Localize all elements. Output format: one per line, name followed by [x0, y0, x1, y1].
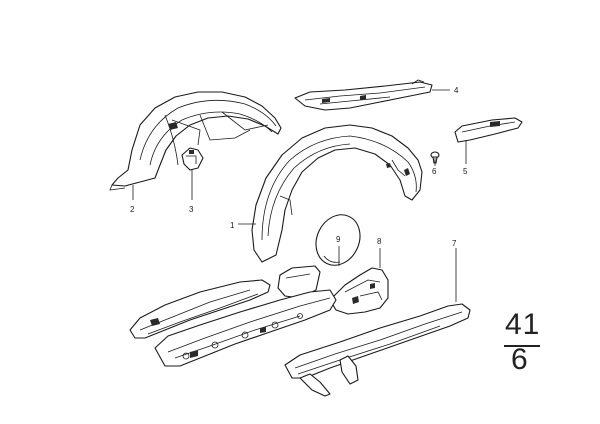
callout-6: 6 [432, 167, 437, 176]
callout-9: 9 [336, 235, 341, 244]
callout-8: 8 [377, 237, 382, 246]
sill-panel-left[interactable] [129, 279, 271, 339]
group-divider [504, 345, 540, 347]
part-4-upper-rail[interactable] [294, 79, 433, 111]
callout-2: 2 [130, 205, 135, 214]
part-8-gusset[interactable] [329, 267, 389, 315]
part-7-outer-sill[interactable] [284, 303, 471, 397]
callout-7: 7 [452, 239, 457, 248]
part-9-oval-cover[interactable] [308, 208, 368, 273]
group-number-sub: 6 [511, 343, 529, 376]
rocker-assembly[interactable] [154, 289, 337, 367]
callout-1: 1 [230, 221, 235, 230]
callout-4: 4 [454, 86, 459, 95]
callout-3: 3 [189, 205, 194, 214]
part-2-wheel-house-inner[interactable] [109, 91, 282, 191]
callouts: 1 2 3 4 5 6 7 8 9 [130, 86, 468, 248]
part-3-bracket[interactable] [181, 147, 204, 171]
inner-panel [277, 265, 321, 299]
leader-lines [132, 89, 467, 302]
part-5-small-rail[interactable] [454, 117, 523, 143]
callout-5: 5 [463, 167, 468, 176]
group-number-main: 41 [505, 308, 541, 341]
part-1-wheel-arch[interactable] [251, 124, 423, 263]
